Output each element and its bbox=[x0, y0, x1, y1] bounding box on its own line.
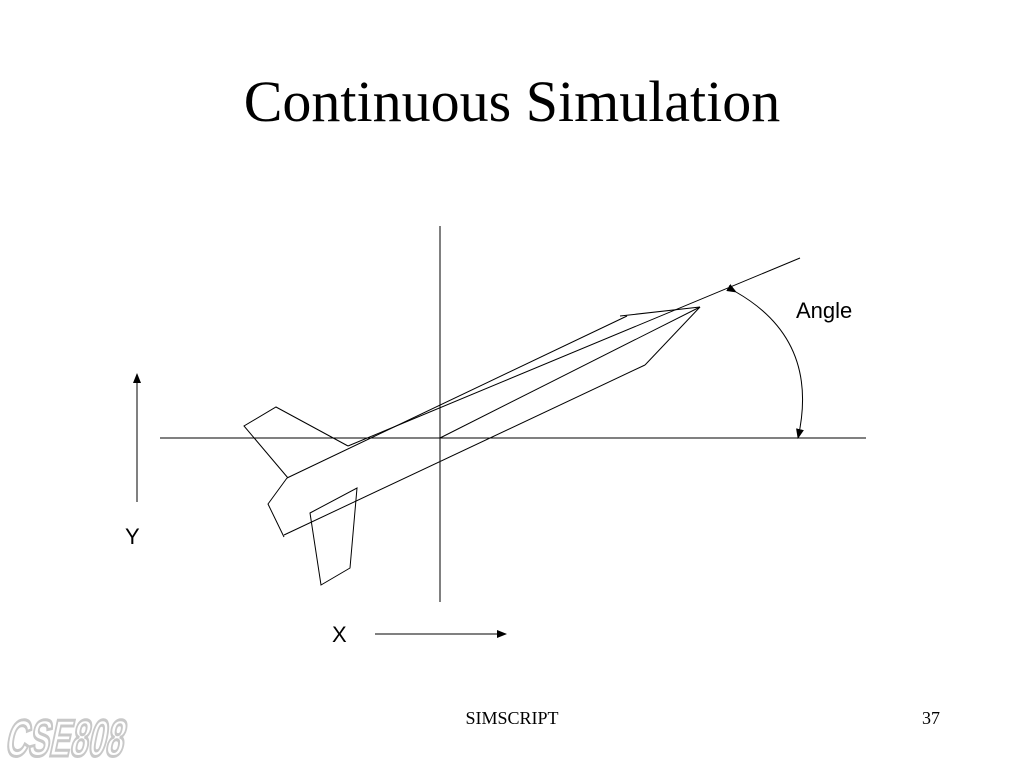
rocket-tail-end bbox=[267, 477, 288, 538]
rocket-nose-top bbox=[619, 306, 701, 317]
x-label: X bbox=[332, 622, 347, 647]
rocket-body-bottom bbox=[283, 364, 646, 536]
footer-text: SIMSCRIPT bbox=[465, 708, 559, 728]
angle-label: Angle bbox=[796, 298, 852, 323]
heading-line bbox=[347, 257, 801, 447]
angle-arc bbox=[726, 284, 804, 439]
y-label: Y bbox=[125, 524, 140, 549]
logo-text: CSE808 bbox=[1, 710, 131, 768]
cse808-logo: CSE808 bbox=[0, 708, 133, 768]
rocket-body-top bbox=[286, 315, 628, 479]
slide-title: Continuous Simulation bbox=[243, 69, 781, 134]
slide-number: 37 bbox=[922, 708, 940, 728]
rocket bbox=[243, 306, 701, 586]
rocket-body-center bbox=[439, 306, 701, 439]
rocket-tail-fin-upper bbox=[243, 406, 349, 479]
rocket-tail-fin-lower bbox=[309, 487, 358, 586]
rocket-nose-bottom bbox=[644, 306, 701, 366]
